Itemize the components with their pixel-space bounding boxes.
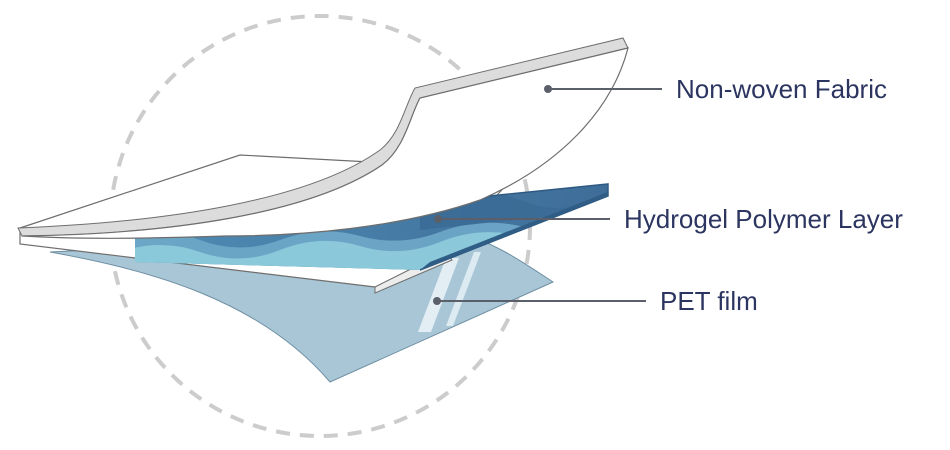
label-hydrogel-layer: Hydrogel Polymer Layer <box>624 204 903 234</box>
leader-dot-icon <box>433 297 441 305</box>
nonwoven-fabric-sheet <box>21 47 629 239</box>
label-nonwoven-fabric: Non-woven Fabric <box>676 74 887 104</box>
leader-dot-icon <box>544 85 552 93</box>
hydrogel-layer-side <box>420 192 608 270</box>
label-pet-film: PET film <box>660 286 758 316</box>
pet-film-highlight <box>446 252 481 326</box>
pet-film-highlight <box>418 258 459 332</box>
leader-dot-icon <box>434 215 442 223</box>
